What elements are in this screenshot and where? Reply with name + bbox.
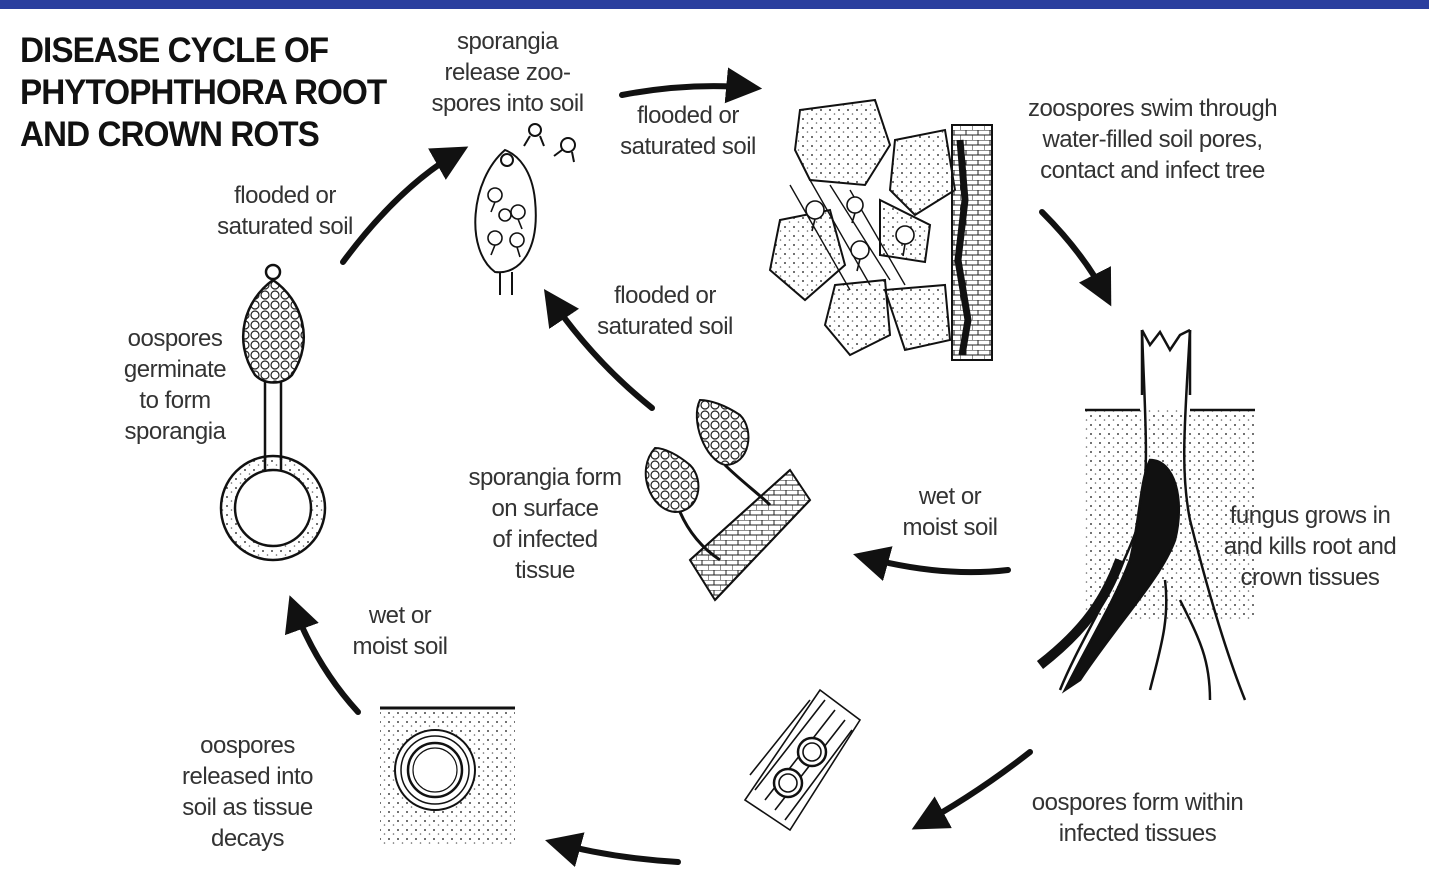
oospores-in-tissue-icon [745,690,860,830]
label-sporangia-release: sporangia release zoo- spores into soil [420,26,595,119]
arrow-to-tree [1042,212,1108,300]
arrow-to-soil-pores [622,86,755,95]
soil-pores-zoospores-icon [770,100,992,360]
label-oospores-form: oospores form within infected tissues [1015,787,1260,849]
label-wet-moist-right: wet or moist soil [885,481,1015,543]
label-oospores-released: oospores released into soil as tissue de… [165,730,330,854]
label-zoospores-swim: zoospores swim through water-filled soil… [1010,93,1295,186]
sporangium-releasing-zoospores-icon [475,124,575,295]
label-flooded-left: flooded or saturated soil [205,180,365,242]
label-wet-moist-left: wet or moist soil [335,600,465,662]
arrow-wet-moist-right [860,556,1008,572]
label-flooded-center: flooded or saturated soil [585,280,745,342]
label-oospores-germinate: oospores germinate to form sporangia [105,323,245,447]
label-fungus-grows: fungus grows in and kills root and crown… [1210,500,1410,593]
sporangia-on-tissue-icon [646,400,810,600]
label-flooded-top: flooded or saturated soil [608,100,768,162]
arrow-to-oospores-released [552,842,678,862]
arrow-to-oospores-form [918,752,1030,826]
label-sporangia-form: sporangia form on surface of infected ti… [455,462,635,586]
oospore-in-soil-icon [380,705,515,845]
